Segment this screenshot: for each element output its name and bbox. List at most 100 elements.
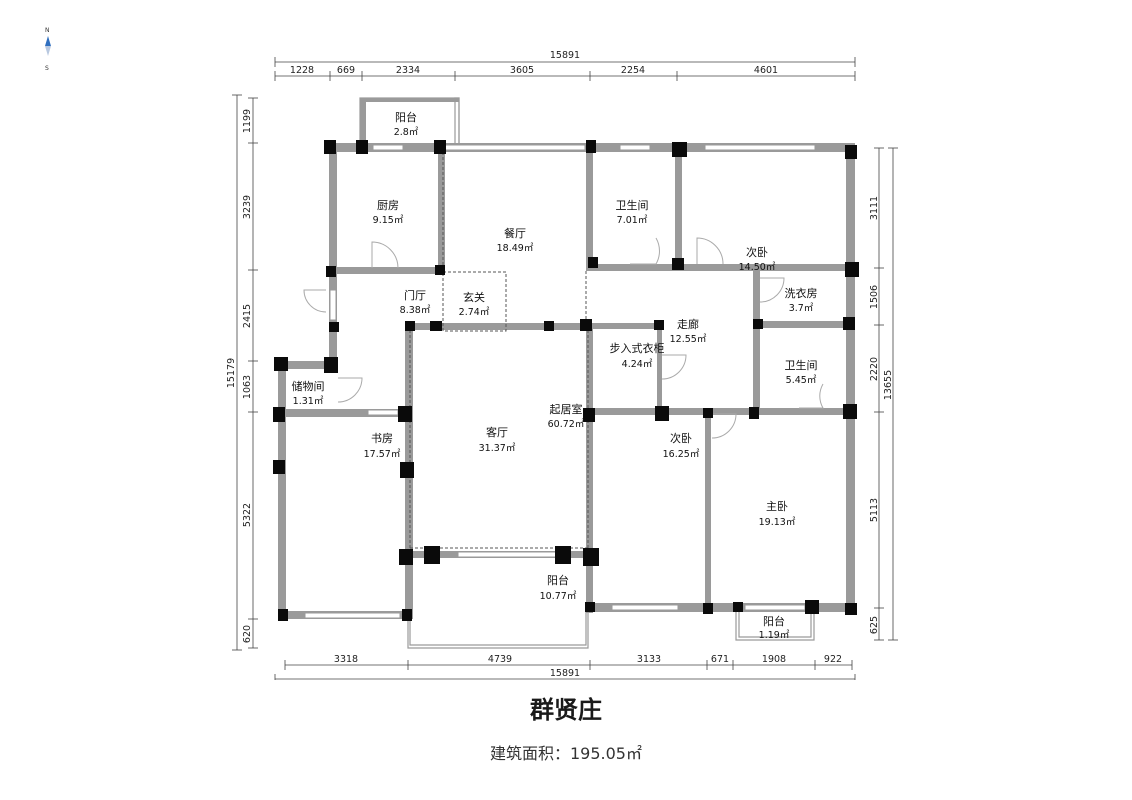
room-walk-in-closet: 步入式衣柜 4.24㎡ (610, 341, 665, 370)
svg-text:15179: 15179 (226, 358, 237, 388)
room-dining: 餐厅 18.49㎡ (497, 226, 534, 254)
svg-text:4601: 4601 (754, 65, 778, 76)
compass-north-label: N (45, 27, 50, 34)
svg-text:起居室: 起居室 (550, 402, 583, 416)
dimension-top-total: 15891 (274, 50, 856, 67)
svg-text:2415: 2415 (242, 304, 253, 328)
svg-text:671: 671 (711, 654, 729, 665)
svg-text:2.74㎡: 2.74㎡ (459, 307, 490, 318)
svg-text:7.01㎡: 7.01㎡ (617, 215, 648, 226)
svg-text:3111: 3111 (869, 196, 880, 220)
svg-text:洗衣房: 洗衣房 (785, 286, 818, 300)
room-kitchen: 厨房 9.15㎡ (373, 199, 404, 226)
svg-text:1.19㎡: 1.19㎡ (759, 630, 790, 641)
room-living-room: 客厅 31.37㎡ (479, 425, 516, 454)
svg-text:2254: 2254 (621, 65, 645, 76)
svg-text:次卧: 次卧 (670, 431, 692, 445)
room-balcony-north: 阳台 2.8㎡ (394, 110, 419, 138)
svg-text:15891: 15891 (550, 50, 580, 61)
svg-text:阳台: 阳台 (763, 614, 785, 628)
svg-text:4739: 4739 (488, 654, 512, 665)
svg-text:书房: 书房 (371, 432, 393, 445)
compass-south-label: S (45, 65, 49, 72)
svg-text:2334: 2334 (396, 65, 420, 76)
dimension-bottom-segments: 3318 4739 3133 671 1908 922 (284, 654, 853, 670)
svg-text:玄关: 玄关 (463, 290, 485, 304)
room-living-area: 起居室 60.72㎡ (548, 402, 585, 430)
svg-text:阳台: 阳台 (395, 110, 417, 124)
room-bathroom-2: 卫生间 5.45㎡ (785, 358, 818, 386)
svg-text:3318: 3318 (334, 654, 358, 665)
building-area: 建筑面积：195.05㎡ (490, 744, 642, 763)
room-master-bedroom: 主卧 19.13㎡ (759, 500, 796, 528)
room-bedroom-north: 次卧 14.50㎡ (739, 245, 776, 273)
room-balcony-master: 阳台 1.19㎡ (759, 614, 790, 641)
svg-text:1228: 1228 (290, 65, 314, 76)
svg-text:1506: 1506 (869, 285, 880, 309)
svg-text:1908: 1908 (762, 654, 786, 665)
svg-text:主卧: 主卧 (766, 500, 788, 513)
svg-text:5322: 5322 (242, 503, 253, 527)
pillars (273, 140, 859, 621)
svg-text:客厅: 客厅 (486, 425, 508, 439)
svg-text:12.55㎡: 12.55㎡ (670, 334, 707, 345)
room-balcony-living: 阳台 10.77㎡ (540, 573, 577, 602)
compass: N S (45, 27, 51, 72)
svg-text:3.7㎡: 3.7㎡ (789, 303, 814, 314)
svg-text:4.24㎡: 4.24㎡ (622, 359, 653, 370)
svg-text:9.15㎡: 9.15㎡ (373, 215, 404, 226)
room-foyer: 门厅 8.38㎡ (400, 288, 431, 316)
svg-text:1063: 1063 (242, 375, 253, 399)
svg-text:31.37㎡: 31.37㎡ (479, 443, 516, 454)
svg-text:次卧: 次卧 (746, 245, 768, 259)
dimension-right-segments: 3111 1506 2220 5113 625 (869, 147, 884, 641)
svg-text:5.45㎡: 5.45㎡ (786, 375, 817, 386)
dimension-bottom-total: 15891 (274, 668, 856, 680)
svg-text:18.49㎡: 18.49㎡ (497, 243, 534, 254)
room-labels: 阳台 2.8㎡ 厨房 9.15㎡ 餐厅 18.49㎡ 卫生间 7.01㎡ 次卧 … (292, 110, 818, 641)
svg-text:1199: 1199 (242, 109, 253, 133)
dimension-top-segments: 1228 669 2334 3605 2254 4601 (274, 65, 856, 81)
svg-text:走廊: 走廊 (677, 317, 699, 331)
svg-text:2.8㎡: 2.8㎡ (394, 127, 419, 138)
svg-text:13655: 13655 (883, 370, 894, 400)
room-corridor: 走廊 12.55㎡ (670, 317, 707, 345)
svg-text:3133: 3133 (637, 654, 661, 665)
svg-text:60.72㎡: 60.72㎡ (548, 419, 585, 430)
svg-text:阳台: 阳台 (547, 573, 569, 587)
svg-text:3239: 3239 (242, 195, 253, 219)
svg-text:14.50㎡: 14.50㎡ (739, 262, 776, 273)
compass-arrow-icon (45, 36, 51, 46)
doors (303, 237, 824, 439)
dimension-left-segments: 1199 3239 2415 1063 5322 620 (242, 97, 258, 649)
svg-text:669: 669 (337, 65, 355, 76)
svg-text:步入式衣柜: 步入式衣柜 (610, 341, 665, 355)
svg-text:5113: 5113 (869, 498, 880, 522)
svg-text:卫生间: 卫生间 (616, 198, 649, 212)
svg-text:17.57㎡: 17.57㎡ (364, 449, 401, 460)
svg-text:625: 625 (869, 616, 880, 634)
dimension-right-total: 13655 (883, 147, 898, 641)
svg-text:620: 620 (242, 625, 253, 643)
balcony-outlines (359, 97, 815, 649)
svg-text:门厅: 门厅 (404, 288, 426, 302)
svg-text:卫生间: 卫生间 (785, 358, 818, 372)
room-study: 书房 17.57㎡ (364, 432, 401, 460)
svg-text:3605: 3605 (510, 65, 534, 76)
room-bedroom-south: 次卧 16.25㎡ (663, 431, 700, 460)
dashed-partitions (409, 152, 589, 550)
svg-text:2220: 2220 (869, 357, 880, 381)
dimension-left-total: 15179 (226, 94, 242, 651)
svg-text:1.31㎡: 1.31㎡ (293, 396, 324, 407)
room-entrance: 玄关 2.74㎡ (459, 290, 490, 318)
plan-title: 群贤庄 (530, 696, 602, 724)
svg-text:15891: 15891 (550, 668, 580, 679)
room-storage: 储物间 1.31㎡ (292, 379, 325, 407)
svg-text:储物间: 储物间 (292, 379, 325, 393)
svg-text:19.13㎡: 19.13㎡ (759, 517, 796, 528)
svg-text:8.38㎡: 8.38㎡ (400, 305, 431, 316)
svg-text:厨房: 厨房 (377, 199, 399, 212)
floor-plan: N S (45, 27, 898, 680)
svg-text:10.77㎡: 10.77㎡ (540, 591, 577, 602)
svg-text:16.25㎡: 16.25㎡ (663, 449, 700, 460)
